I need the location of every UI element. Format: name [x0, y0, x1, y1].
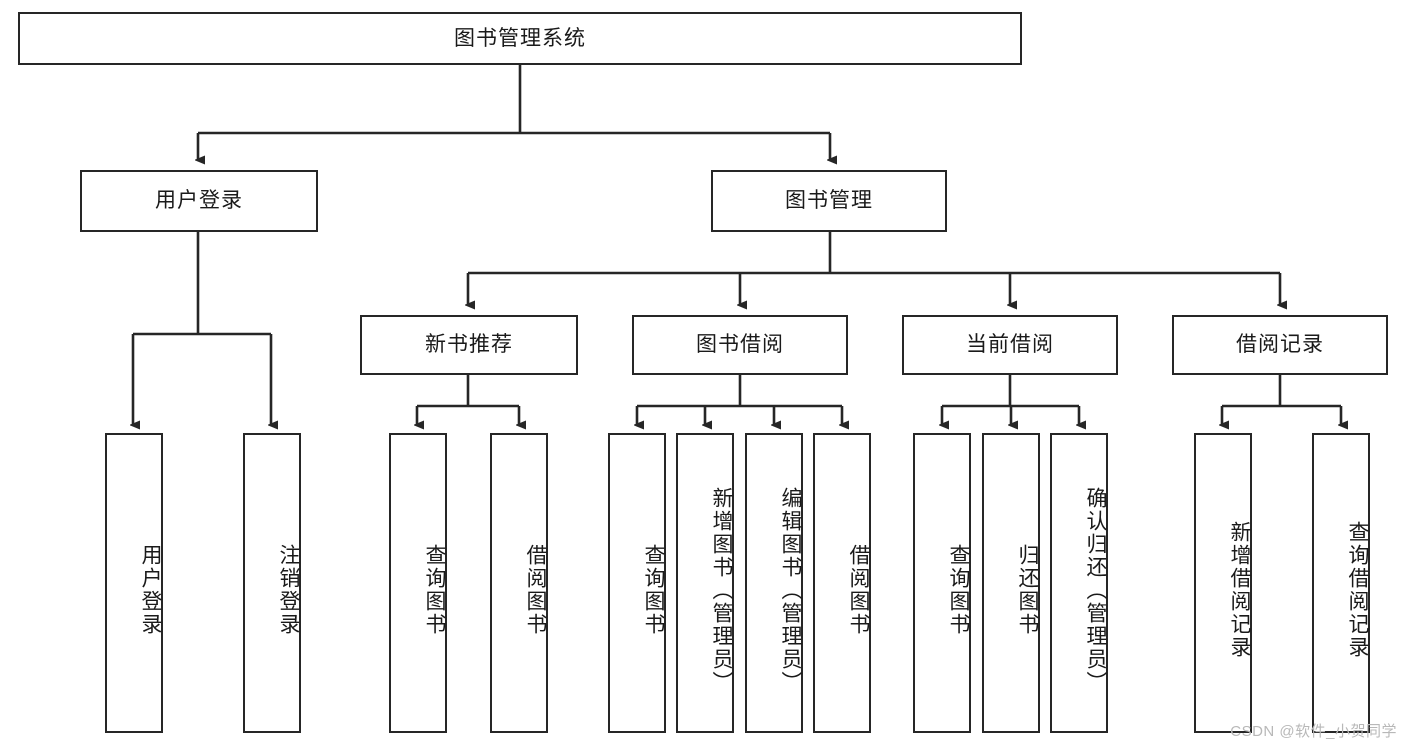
node-current-borrow[interactable]: 当前借阅: [902, 315, 1118, 375]
leaf-label: 归还图书: [1016, 544, 1039, 636]
leaf-current-borrow-return[interactable]: 归还图书: [982, 433, 1040, 733]
leaf-label: 编辑图书（管理员）: [779, 486, 802, 694]
leaf-book-borrow-borrow[interactable]: 借阅图书: [813, 433, 871, 733]
leaf-user-login-login[interactable]: 用户登录: [105, 433, 163, 733]
leaf-borrow-record-query[interactable]: 查询借阅记录: [1312, 433, 1370, 733]
leaf-user-login-logout[interactable]: 注销登录: [243, 433, 301, 733]
leaf-label: 借阅图书: [524, 544, 547, 636]
leaf-book-borrow-add[interactable]: 新增图书（管理员）: [676, 433, 734, 733]
leaf-current-borrow-query[interactable]: 查询图书: [913, 433, 971, 733]
leaf-label: 用户登录: [139, 544, 162, 636]
leaf-book-borrow-edit[interactable]: 编辑图书（管理员）: [745, 433, 803, 733]
leaf-label: 查询借阅记录: [1346, 521, 1369, 659]
node-book-management[interactable]: 图书管理: [711, 170, 947, 232]
node-user-login[interactable]: 用户登录: [80, 170, 318, 232]
leaf-label: 查询图书: [947, 544, 970, 636]
leaf-current-borrow-confirm-return[interactable]: 确认归还（管理员）: [1050, 433, 1108, 733]
leaf-new-book-borrow[interactable]: 借阅图书: [490, 433, 548, 733]
csdn-watermark: CSDN @软件_小贺同学: [1230, 723, 1397, 740]
node-root-system[interactable]: 图书管理系统: [18, 12, 1022, 65]
leaf-label: 查询图书: [423, 544, 446, 636]
node-book-borrow[interactable]: 图书借阅: [632, 315, 848, 375]
leaf-label: 查询图书: [642, 544, 665, 636]
leaf-borrow-record-add[interactable]: 新增借阅记录: [1194, 433, 1252, 733]
leaf-label: 借阅图书: [847, 544, 870, 636]
leaf-book-borrow-query[interactable]: 查询图书: [608, 433, 666, 733]
node-borrow-record[interactable]: 借阅记录: [1172, 315, 1388, 375]
leaf-label: 注销登录: [277, 544, 300, 636]
leaf-label: 确认归还（管理员）: [1084, 486, 1107, 694]
leaf-label: 新增借阅记录: [1228, 521, 1251, 659]
node-new-book-recommend[interactable]: 新书推荐: [360, 315, 578, 375]
leaf-label: 新增图书（管理员）: [710, 486, 733, 694]
leaf-new-book-query[interactable]: 查询图书: [389, 433, 447, 733]
